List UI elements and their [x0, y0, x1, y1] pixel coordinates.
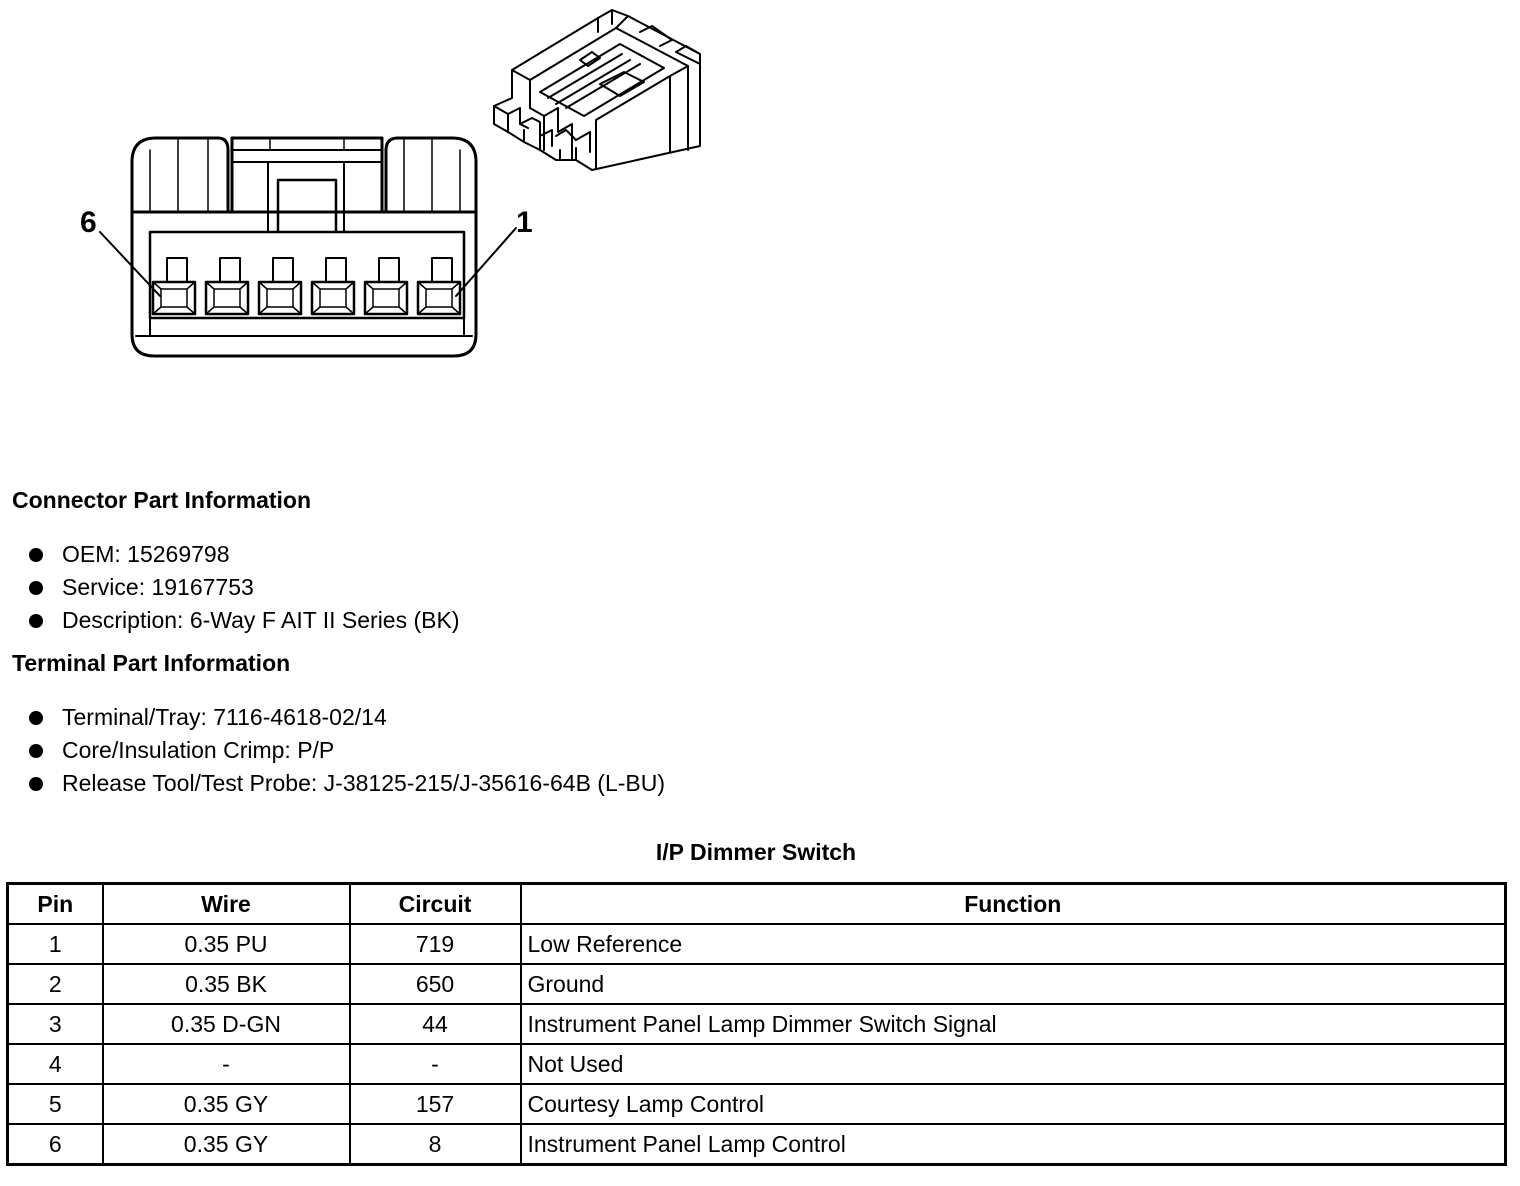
wire-cell: 0.35 GY: [101, 1083, 351, 1125]
table-row: 5 0.35 GY 157 Courtesy Lamp Control: [6, 1083, 1507, 1125]
connector-part-info-list: OEM: 15269798 Service: 19167753 Descript…: [0, 538, 460, 637]
function-cell: Not Used: [519, 1043, 1507, 1085]
bullet-icon: [29, 711, 43, 725]
wire-cell: 0.35 D-GN: [101, 1003, 351, 1045]
circuit-cell: -: [348, 1043, 522, 1085]
connector-face-view: [99, 136, 517, 358]
bullet-icon: [29, 581, 43, 595]
table-row: 3 0.35 D-GN 44 Instrument Panel Lamp Dim…: [6, 1003, 1507, 1045]
function-cell: Courtesy Lamp Control: [519, 1083, 1507, 1125]
terminal-part-info-list: Terminal/Tray: 7116-4618-02/14 Core/Insu…: [0, 701, 665, 800]
pin-cell: 4: [6, 1043, 104, 1085]
circuit-cell: 44: [348, 1003, 522, 1045]
function-cell: Instrument Panel Lamp Dimmer Switch Sign…: [519, 1003, 1507, 1045]
wire-cell: 0.35 BK: [101, 963, 351, 1005]
pin-cell: 3: [6, 1003, 104, 1045]
circuit-cell: 719: [348, 923, 522, 965]
list-item: Release Tool/Test Probe: J-38125-215/J-3…: [0, 767, 665, 800]
pin-cell: 6: [6, 1123, 104, 1166]
bullet-icon: [29, 777, 43, 791]
pin-cell: 2: [6, 963, 104, 1005]
table-row: 1 0.35 PU 719 Low Reference: [6, 923, 1507, 965]
wire-cell: 0.35 GY: [101, 1123, 351, 1166]
list-item: Service: 19167753: [0, 571, 460, 604]
wire-cell: -: [101, 1043, 351, 1085]
bullet-icon: [29, 744, 43, 758]
column-header-wire: Wire: [101, 882, 351, 925]
circuit-cell: 650: [348, 963, 522, 1005]
column-header-function: Function: [519, 882, 1507, 925]
wire-cell: 0.35 PU: [101, 923, 351, 965]
bullet-icon: [29, 614, 43, 628]
column-header-circuit: Circuit: [348, 882, 522, 925]
bullet-icon: [29, 548, 43, 562]
pin-cell: 1: [6, 923, 104, 965]
terminal-cavities: [151, 257, 462, 316]
list-item: OEM: 15269798: [0, 538, 460, 571]
function-cell: Low Reference: [519, 923, 1507, 965]
terminal-part-info-heading: Terminal Part Information: [12, 650, 291, 676]
list-item: Core/Insulation Crimp: P/P: [0, 734, 665, 767]
table-row: 2 0.35 BK 650 Ground: [6, 963, 1507, 1005]
table-row: 4 - - Not Used: [6, 1043, 1507, 1085]
pin-table: Pin Wire Circuit Function 1 0.35 PU 719 …: [6, 882, 1507, 1166]
pin-label-right: 1: [516, 206, 533, 239]
list-item: Description: 6-Way F AIT II Series (BK): [0, 604, 460, 637]
function-cell: Instrument Panel Lamp Control: [519, 1123, 1507, 1166]
pin-cell: 5: [6, 1083, 104, 1125]
connector-isometric-view: [493, 9, 701, 171]
table-header-row: Pin Wire Circuit Function: [6, 882, 1507, 925]
circuit-cell: 157: [348, 1083, 522, 1125]
table-row: 6 0.35 GY 8 Instrument Panel Lamp Contro…: [6, 1123, 1507, 1166]
connector-diagram: 6 1: [80, 9, 701, 358]
table-title: I/P Dimmer Switch: [655, 839, 857, 865]
column-header-pin: Pin: [6, 882, 104, 925]
pin-label-left: 6: [80, 206, 97, 239]
connector-part-info-heading: Connector Part Information: [12, 487, 312, 513]
function-cell: Ground: [519, 963, 1507, 1005]
circuit-cell: 8: [348, 1123, 522, 1166]
list-item: Terminal/Tray: 7116-4618-02/14: [0, 701, 665, 734]
